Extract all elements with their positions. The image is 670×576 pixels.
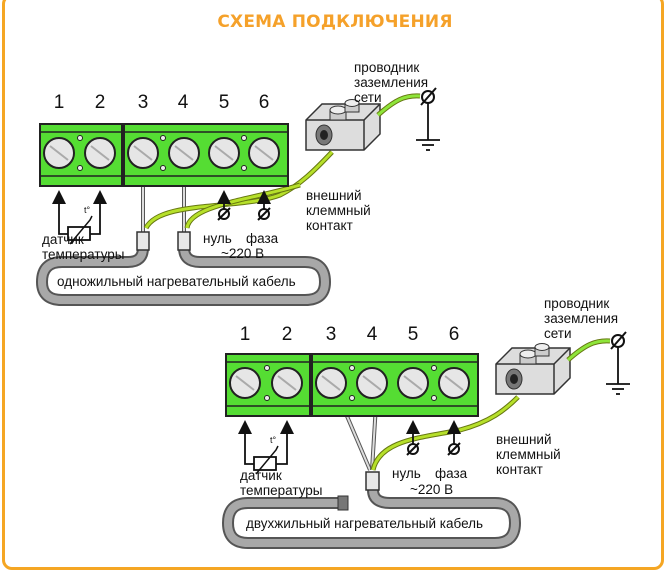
external-clamp-label: контакт (306, 218, 353, 233)
phase-terminal-symbol (257, 190, 271, 221)
ground-symbol (606, 331, 630, 395)
terminal-number-4: 4 (178, 92, 189, 113)
external-clamp-label: контакт (496, 462, 543, 477)
terminal-number-2: 2 (282, 324, 293, 345)
cable-ferrule (365, 471, 380, 491)
external-clamp-label: клеммный (306, 203, 371, 218)
terminal-block-sensor (39, 123, 123, 187)
external-clamp-label: внешний (306, 188, 362, 203)
external-clamp-label: внешний (496, 432, 552, 447)
sensor-label: температуры (42, 247, 125, 262)
terminal-number-5: 5 (408, 324, 419, 345)
diagram-title: СХЕМА ПОДКЛЮЧЕНИЯ (217, 12, 453, 32)
terminal-block-power (311, 353, 479, 417)
ground-conductor-label: заземления (544, 311, 618, 326)
diagram-frame (2, 0, 664, 570)
cable-end-cap (337, 495, 349, 511)
ground-conductor-label: сети (354, 90, 382, 105)
voltage-label: ~220 В (410, 482, 453, 497)
terminal-number-4: 4 (367, 324, 378, 345)
voltage-label: ~220 В (221, 246, 264, 261)
cable-ferrule (136, 231, 150, 251)
terminal-number-3: 3 (138, 92, 149, 113)
diagram-twin-core: 1 2 3 4 5 6 (221, 296, 630, 549)
terminal-number-1: 1 (240, 324, 251, 345)
svg-text:t°: t° (270, 435, 277, 445)
sensor-label: датчик (42, 232, 84, 247)
external-clamp-label: клеммный (496, 447, 561, 462)
terminal-block-sensor (225, 353, 311, 417)
cable-ferrule (177, 231, 191, 251)
phase-label: фаза (246, 231, 279, 246)
ground-conductor-label: заземления (354, 75, 428, 90)
sensor-label: датчик (240, 468, 282, 483)
ground-symbol (416, 87, 440, 151)
temperature-sensor-symbol: t° (52, 190, 107, 245)
phase-terminal-symbol (447, 420, 461, 456)
external-clamp (305, 99, 381, 151)
sensor-label: температуры (240, 483, 323, 498)
phase-label: фаза (435, 466, 468, 481)
terminal-number-2: 2 (95, 92, 106, 113)
temperature-sensor-symbol: t° (238, 420, 294, 475)
terminal-number-5: 5 (219, 92, 230, 113)
cable-label: двухжильный нагревательный кабель (246, 516, 483, 531)
neutral-terminal-symbol (217, 190, 231, 221)
terminal-number-6: 6 (259, 92, 270, 113)
terminal-block-power (123, 123, 289, 187)
svg-text:t°: t° (84, 205, 91, 215)
neutral-label: нуль (392, 466, 421, 481)
cable-label: одножильный нагревательный кабель (57, 274, 296, 289)
diagram-single-core: 1 2 3 4 5 6 (35, 60, 440, 306)
ground-conductor-label: сети (544, 326, 572, 341)
external-clamp (495, 343, 571, 395)
terminal-number-3: 3 (326, 324, 337, 345)
ground-conductor-label: проводник (354, 60, 419, 75)
terminal-number-1: 1 (54, 92, 65, 113)
terminal-number-6: 6 (449, 324, 460, 345)
neutral-terminal-symbol (406, 420, 420, 456)
neutral-label: нуль (203, 231, 232, 246)
ground-conductor-label: проводник (544, 296, 609, 311)
